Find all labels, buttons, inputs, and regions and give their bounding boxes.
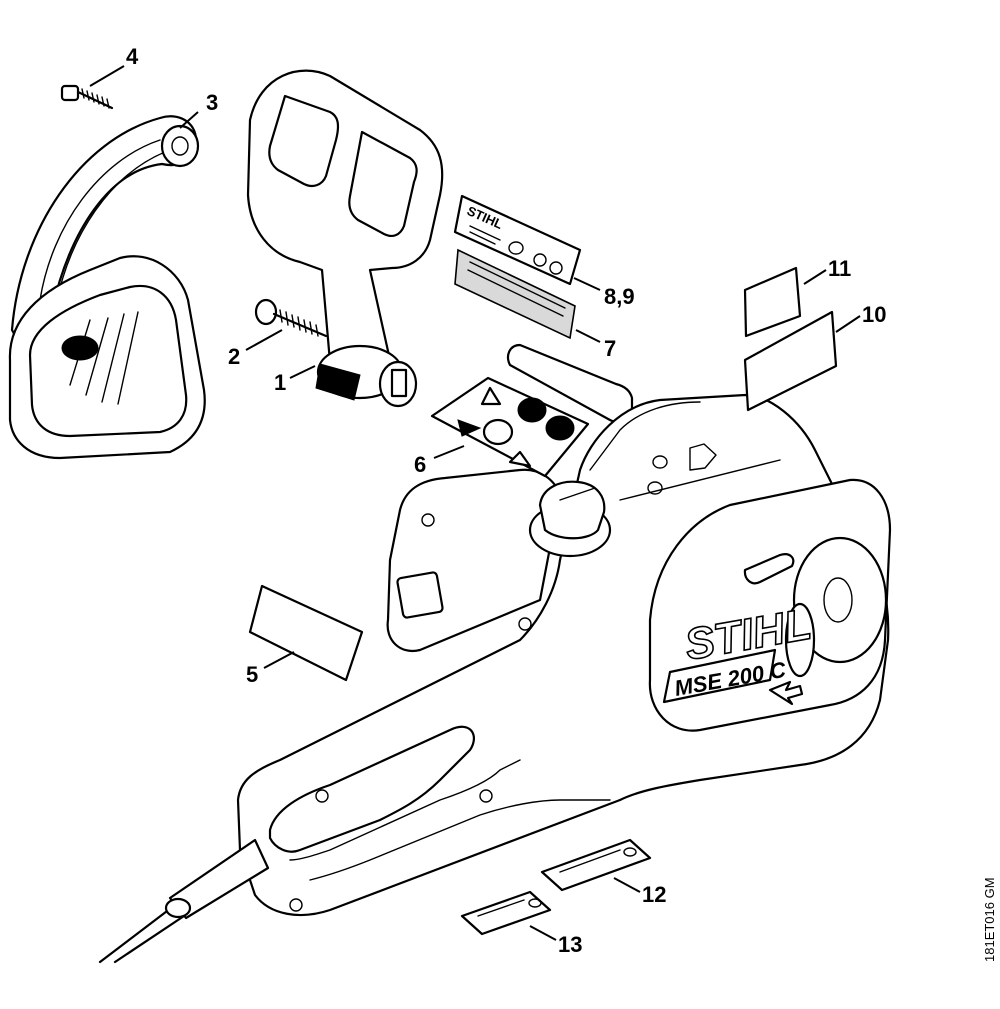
- callout-7: 7: [604, 336, 616, 361]
- callout-8-9: 8,9: [604, 284, 635, 309]
- part-8-9-warning-sticker: STIHL: [453, 194, 582, 286]
- callout-13: 13: [558, 932, 582, 957]
- part-12-label-plate: [540, 838, 652, 892]
- part-1-front-handle: [246, 69, 444, 408]
- drawing-code: 181ET016 GM: [982, 877, 997, 962]
- part-7-strip-sticker: [454, 248, 576, 340]
- callout-1: 1: [274, 370, 286, 395]
- part-2-screw: [254, 298, 328, 338]
- motor-housing: STIHL MSE 200 C: [98, 343, 892, 964]
- part-13-label-plate: [460, 890, 552, 936]
- callout-3: 3: [206, 90, 218, 115]
- callout-2: 2: [228, 344, 240, 369]
- part-6-symbol-sticker: [430, 376, 590, 478]
- callout-5: 5: [246, 662, 258, 687]
- callout-11: 11: [828, 256, 851, 281]
- callout-4: 4: [126, 44, 139, 69]
- callout-6: 6: [414, 452, 426, 477]
- part-3-hand-guard: [8, 115, 206, 460]
- part-4-screw: [60, 84, 114, 110]
- callouts: 1 2 3 4 5 6 7 8,9 10 11 12 13: [89, 44, 886, 957]
- callout-10: 10: [862, 302, 886, 327]
- part-10-sticker: [743, 310, 838, 412]
- part-5-sticker: [248, 584, 364, 682]
- callout-12: 12: [642, 882, 666, 907]
- part-11-sticker: [743, 266, 802, 338]
